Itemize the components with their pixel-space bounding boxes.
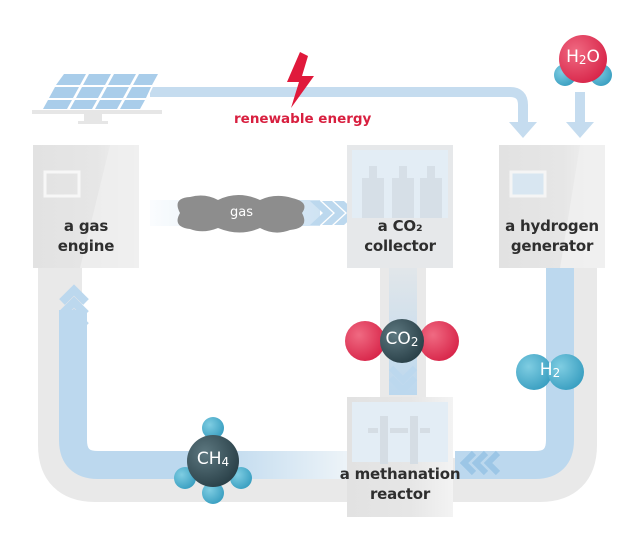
h2-label: H2 <box>539 360 561 380</box>
upward-chevrons <box>59 284 89 329</box>
co2-label: CO2 <box>385 329 419 349</box>
ch4-molecule-icon <box>174 417 252 504</box>
hydrogen-generator-label: a hydrogen generator <box>493 216 611 256</box>
gas-engine-label-line1: a gas <box>63 217 109 235</box>
gas-cloud-label: gas <box>230 205 253 220</box>
co2-collector-label: a CO₂ collector <box>347 216 453 256</box>
downward-chevrons <box>388 365 418 395</box>
methanation-reactor-label-line1: a methanation <box>339 465 461 483</box>
gas-engine-box[interactable] <box>33 145 139 268</box>
hydrogen-generator-label-line2: generator <box>510 237 594 255</box>
leftward-chevrons <box>459 450 501 476</box>
lightning-bolt-icon <box>287 52 314 108</box>
gas-cloud-icon <box>177 195 305 233</box>
h2o-molecule-icon <box>554 35 612 86</box>
co2-collector-label-line1: a CO₂ <box>377 217 423 235</box>
methanation-reactor-box[interactable] <box>347 397 453 517</box>
renewable-energy-label: renewable energy <box>234 111 372 127</box>
gas-engine-label-line2: engine <box>57 237 115 255</box>
h2-molecule-icon <box>516 354 584 390</box>
methanation-reactor-label-line2: reactor <box>369 485 431 503</box>
energy-flow-line <box>150 87 594 138</box>
h2o-label: H2O <box>566 47 600 67</box>
hydrogen-generator-box[interactable] <box>499 145 605 268</box>
methanation-reactor-label: a methanation reactor <box>330 464 470 504</box>
ch4-label: CH4 <box>196 449 230 469</box>
solar-panel-icon <box>32 72 162 124</box>
co2-collector-box[interactable] <box>347 145 453 268</box>
gas-engine-label: a gas engine <box>33 216 139 256</box>
return-loop-pipe <box>38 265 597 502</box>
hydrogen-generator-label-line1: a hydrogen <box>505 217 599 235</box>
co2-molecule-icon <box>345 319 459 363</box>
co2-collector-label-line2: collector <box>364 237 436 255</box>
